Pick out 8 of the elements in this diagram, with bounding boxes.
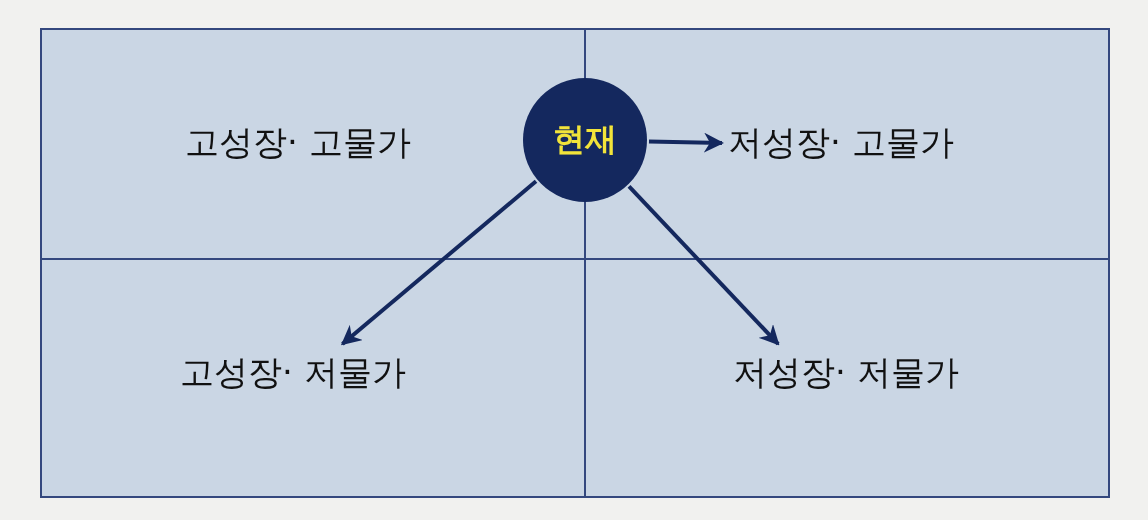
quadrant-label: 저성장· 고물가 [728,120,954,166]
quadrant-label: 저성장· 저물가 [733,350,959,396]
arrow [340,179,538,346]
arrow [627,185,780,346]
quadrant-label: 고성장· 저물가 [180,350,406,396]
quadrant-label: 고성장· 고물가 [185,120,411,166]
circle-label: 현재 [553,119,617,160]
arrow [648,132,724,153]
